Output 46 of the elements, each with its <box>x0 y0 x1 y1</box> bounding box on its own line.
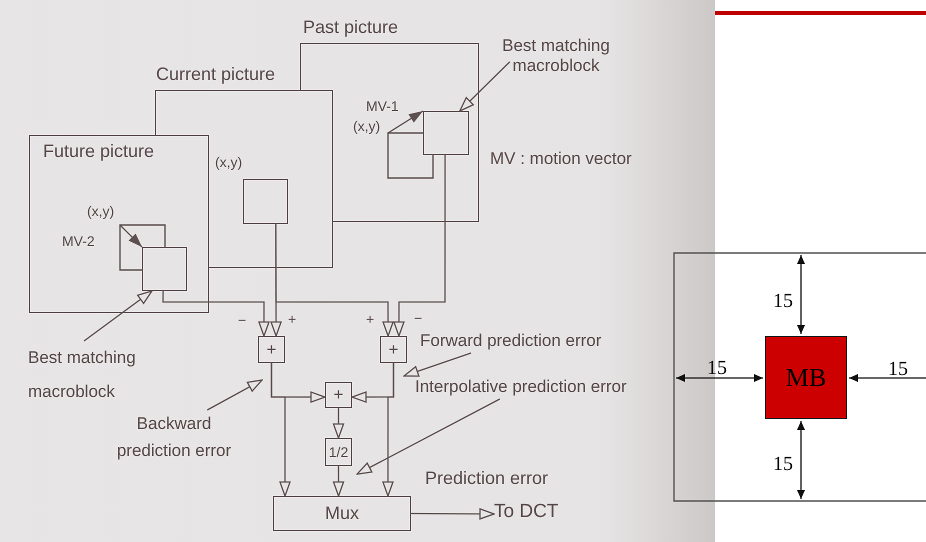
macroblock: MB <box>765 336 847 419</box>
adder-block: + <box>325 382 352 408</box>
arrow <box>275 224 394 337</box>
callout-text: Interpolative prediction error <box>415 377 672 399</box>
coordinate-label: (x,y) <box>87 203 114 219</box>
coordinate-label: (x,y) <box>215 154 242 170</box>
frame-title: Past picture <box>303 17 398 37</box>
dimension-label: 15 <box>888 358 908 381</box>
frame-title: Current picture <box>156 64 276 84</box>
multiplexer-block: Mux <box>273 496 411 531</box>
macroblock <box>423 111 469 155</box>
arrow <box>120 224 142 248</box>
leader-line <box>459 61 510 112</box>
note-text: Prediction error <box>425 468 548 489</box>
dimension-label: 15 <box>773 453 793 476</box>
callout-text: Backward prediction error <box>110 410 238 462</box>
output-text: To DCT <box>494 502 584 526</box>
scaler-block: 1/2 <box>325 438 352 466</box>
macroblock <box>120 225 165 270</box>
leader-line <box>356 398 500 475</box>
arrow <box>393 155 446 337</box>
leader-line <box>206 379 263 411</box>
adder-block: + <box>380 336 407 363</box>
leader-line <box>403 352 472 377</box>
macroblock <box>142 247 187 291</box>
leader-line <box>84 290 153 342</box>
arrow <box>388 110 424 134</box>
callout-text: Best matching macroblock <box>28 341 168 399</box>
vector-label: MV-2 <box>62 233 95 249</box>
callout-text: Forward prediction error <box>420 331 652 353</box>
arrow <box>332 466 344 497</box>
vector-label: MV-1 <box>366 98 399 114</box>
dimension-label: 15 <box>773 290 793 313</box>
arrow <box>162 291 270 337</box>
arrow <box>332 408 344 439</box>
macroblock <box>243 179 288 224</box>
callout-text: Best matching macroblock <box>486 36 626 82</box>
macroblock <box>388 133 433 178</box>
dimension-label: 15 <box>707 357 727 380</box>
adder-block: + <box>258 336 285 363</box>
legend-note: MV : motion vector <box>490 149 632 169</box>
frame-title: Future picture <box>43 141 154 161</box>
coordinate-label: (x,y) <box>353 118 380 134</box>
arrow <box>411 508 495 520</box>
arrow <box>382 363 394 497</box>
arrow <box>270 363 291 497</box>
